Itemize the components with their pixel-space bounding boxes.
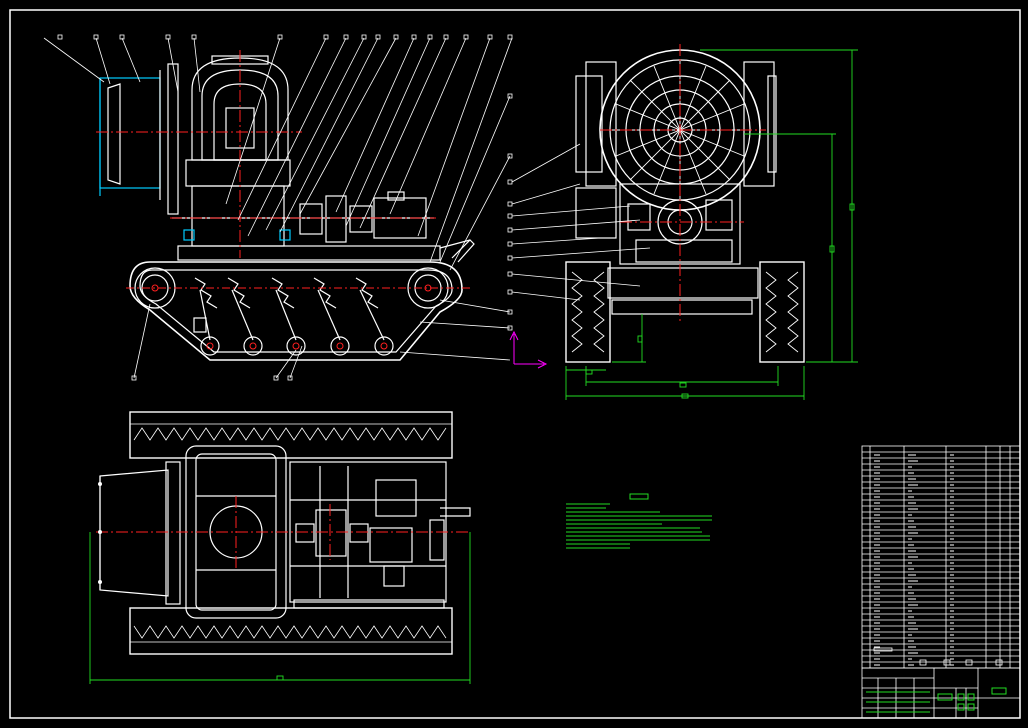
side-view-leaders — [43, 37, 513, 379]
parts-list-text-marks — [874, 454, 954, 666]
technical-notes-block — [566, 493, 712, 549]
title-block-marks — [866, 687, 1007, 713]
plan-view-centerlines — [96, 496, 470, 570]
front-view-leaders — [507, 143, 651, 301]
side-view-centerlines — [96, 50, 470, 350]
parts-list-table — [861, 445, 1021, 669]
front-view-dimensions — [565, 49, 858, 400]
title-block — [861, 667, 1021, 719]
balloon-markers — [57, 34, 513, 381]
drawing-frame — [9, 9, 1021, 719]
plan-view-markers — [98, 482, 102, 584]
front-view-centerlines — [600, 44, 766, 322]
ucs-icon — [509, 330, 548, 369]
plan-view-dimensions — [89, 532, 471, 684]
parts-list-lower-marks — [873, 647, 1003, 666]
